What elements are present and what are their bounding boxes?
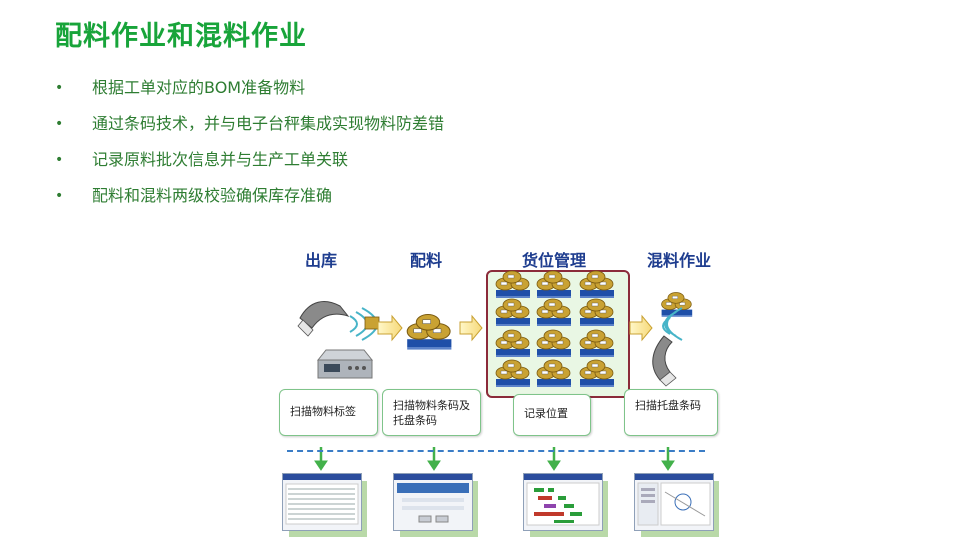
system-screen-thumbnail [523, 473, 608, 537]
scanner-icon [297, 301, 380, 341]
bullet-dot-icon: • [55, 188, 64, 204]
down-arrow-icon [314, 447, 675, 471]
flow-arrow-icon [629, 314, 653, 342]
system-screen-thumbnail [393, 473, 478, 537]
bullet-item: • 根据工单对应的BOM准备物料 [55, 76, 444, 112]
screen-content [285, 483, 359, 525]
bullet-dot-icon: • [55, 152, 64, 168]
screen-titlebar [524, 474, 602, 480]
scale-icon [316, 349, 374, 379]
bullet-text: 记录原料批次信息并与生产工单关联 [92, 150, 349, 169]
flow-arrow-icon [459, 314, 483, 342]
bullet-text: 根据工单对应的BOM准备物料 [92, 78, 306, 97]
bullet-item: • 通过条码技术，并与电子台秤集成实现物料防差错 [55, 112, 444, 148]
bullet-item: • 配料和混料两级校验确保库存准确 [55, 184, 444, 220]
stage-title-batching: 配料 [410, 251, 443, 270]
screen-titlebar [394, 474, 472, 480]
bullet-dot-icon: • [55, 80, 64, 96]
scanner-icon [652, 307, 683, 387]
step-box-record-location: 记录位置 [513, 394, 591, 436]
screen-content [637, 482, 711, 526]
system-screen-thumbnail [282, 473, 367, 537]
step-box-scan-pallet: 扫描物料条码及托盘条码 [382, 389, 481, 436]
bullet-dot-icon: • [55, 116, 64, 132]
bullet-item: • 记录原料批次信息并与生产工单关联 [55, 148, 444, 184]
step-text: 扫描托盘条码 [635, 399, 701, 412]
stage-title-location: 货位管理 [522, 251, 587, 270]
screen-titlebar [283, 474, 361, 480]
pallet-grid-icon [496, 271, 614, 387]
stage-title-mixing: 混料作业 [647, 251, 712, 270]
bullet-text: 通过条码技术，并与电子台秤集成实现物料防差错 [92, 114, 445, 133]
step-text: 扫描物料条码及托盘条码 [393, 399, 470, 427]
step-box-scan-label: 扫描物料标签 [279, 389, 378, 436]
flow-arrow-icon [377, 314, 403, 342]
screen-titlebar [635, 474, 713, 480]
pallet-icon [662, 293, 693, 317]
bullet-text: 配料和混料两级校验确保库存准确 [92, 186, 333, 205]
slide-title: 配料作业和混料作业 [55, 21, 307, 52]
dashed-divider [287, 450, 705, 452]
screen-content [526, 482, 600, 526]
step-box-scan-pallet-code: 扫描托盘条码 [624, 389, 718, 436]
stage-title-outbound: 出库 [305, 251, 338, 270]
pallet-icon [407, 315, 451, 350]
step-text: 记录位置 [524, 407, 568, 420]
step-text: 扫描物料标签 [290, 405, 356, 418]
bullet-list: •根据工单对应的BOM准备物料 •通过条码技术，并与电子台秤集成实现物料防差错 … [55, 76, 444, 220]
system-screen-thumbnail [634, 473, 719, 537]
screen-content [397, 483, 469, 523]
